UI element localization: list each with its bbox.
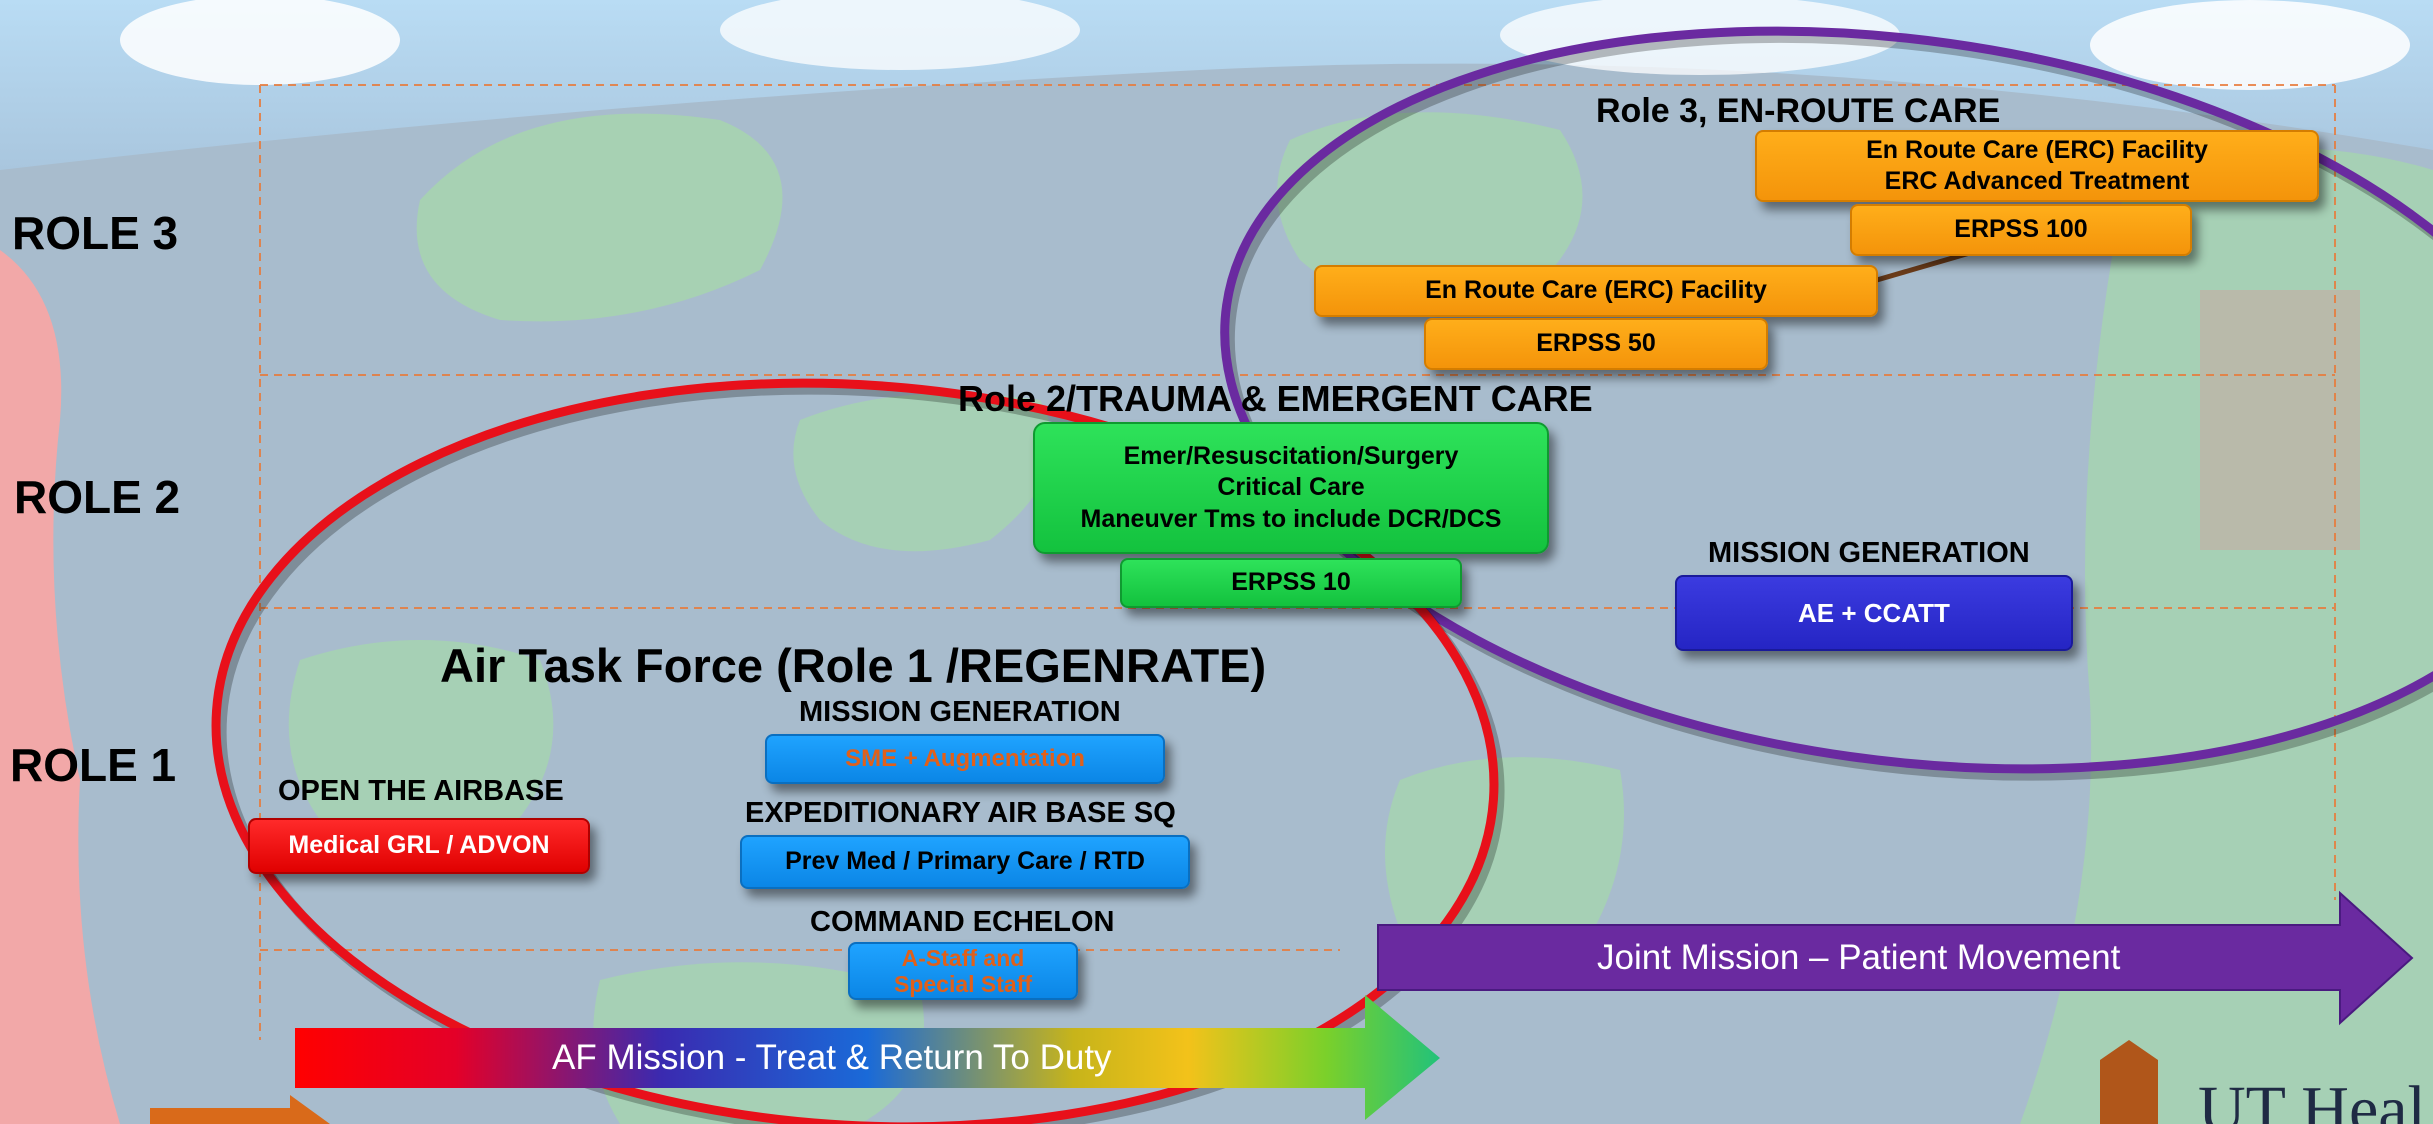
role-1-title: Air Task Force (Role 1 /REGENRATE): [440, 639, 1267, 692]
role-2-title: Role 2/TRAUMA & EMERGENT CARE: [958, 378, 1593, 419]
a-staff-line-2: Special Staff: [893, 971, 1033, 997]
role-1-mission-generation-label: MISSION GENERATION: [799, 696, 1121, 728]
role-2-label: ROLE 2: [14, 471, 181, 523]
prev-med-label: Prev Med / Primary Care / RTD: [785, 847, 1145, 876]
command-echelon-label: COMMAND ECHELON: [810, 906, 1115, 938]
ae-ccatt-label: AE + CCATT: [1798, 597, 1950, 628]
prev-med-box: Prev Med / Primary Care / RTD: [740, 835, 1190, 889]
expeditionary-label: EXPEDITIONARY AIR BASE SQ: [745, 797, 1176, 829]
af-mission-arrow-shape: [295, 995, 1440, 1120]
af-mission-label: AF Mission - Treat & Return To Duty: [552, 1038, 1112, 1077]
open-airbase-label: OPEN THE AIRBASE: [278, 775, 564, 807]
erpss-100-label: ERPSS 100: [1954, 215, 2088, 244]
erpss-100-box: ERPSS 100: [1850, 204, 2192, 256]
erc-advanced-line-1: En Route Care (ERC) Facility: [1866, 135, 2208, 164]
erpss-50-box: ERPSS 50: [1424, 318, 1768, 370]
erc-facility-box: En Route Care (ERC) Facility: [1314, 265, 1878, 317]
joint-mission-label: Joint Mission – Patient Movement: [1597, 938, 2121, 977]
trauma-care-line-3: Maneuver Tms to include DCR/DCS: [1080, 504, 1502, 533]
ae-ccatt-box: AE + CCATT: [1675, 575, 2073, 651]
erc-advanced-line-2: ERC Advanced Treatment: [1884, 167, 2190, 195]
erpss-10-box: ERPSS 10: [1120, 558, 1462, 608]
role-1-label: ROLE 1: [10, 739, 177, 791]
medical-grl-box: Medical GRL / ADVON: [248, 818, 590, 874]
role-2-mission-generation-label: MISSION GENERATION: [1708, 537, 2030, 569]
role-3-label: ROLE 3: [12, 207, 179, 259]
role-3-title: Role 3, EN-ROUTE CARE: [1596, 92, 2001, 130]
erc-advanced-box: En Route Care (ERC) Facility ERC Advance…: [1755, 130, 2319, 202]
sme-augmentation-box: SME + Augmentation: [765, 734, 1165, 784]
erc-facility-label: En Route Care (ERC) Facility: [1425, 276, 1767, 305]
a-staff-line-1: A-Staff and: [901, 944, 1025, 971]
trauma-care-line-1: Emer/Resuscitation/Surgery: [1123, 442, 1459, 471]
ut-health-logo-text: UT Heal: [2198, 1073, 2426, 1124]
erpss-50-label: ERPSS 50: [1536, 329, 1656, 358]
joint-mission-arrow-shape: [1377, 890, 2414, 1026]
a-staff-box: A-Staff and Special Staff: [848, 942, 1078, 1000]
erpss-10-label: ERPSS 10: [1231, 568, 1351, 597]
trauma-care-line-2: Critical Care: [1217, 473, 1365, 502]
sme-augmentation-label: SME + Augmentation: [845, 745, 1085, 772]
medical-grl-label: Medical GRL / ADVON: [288, 831, 550, 860]
trauma-care-box: Emer/Resuscitation/Surgery Critical Care…: [1033, 422, 1549, 554]
